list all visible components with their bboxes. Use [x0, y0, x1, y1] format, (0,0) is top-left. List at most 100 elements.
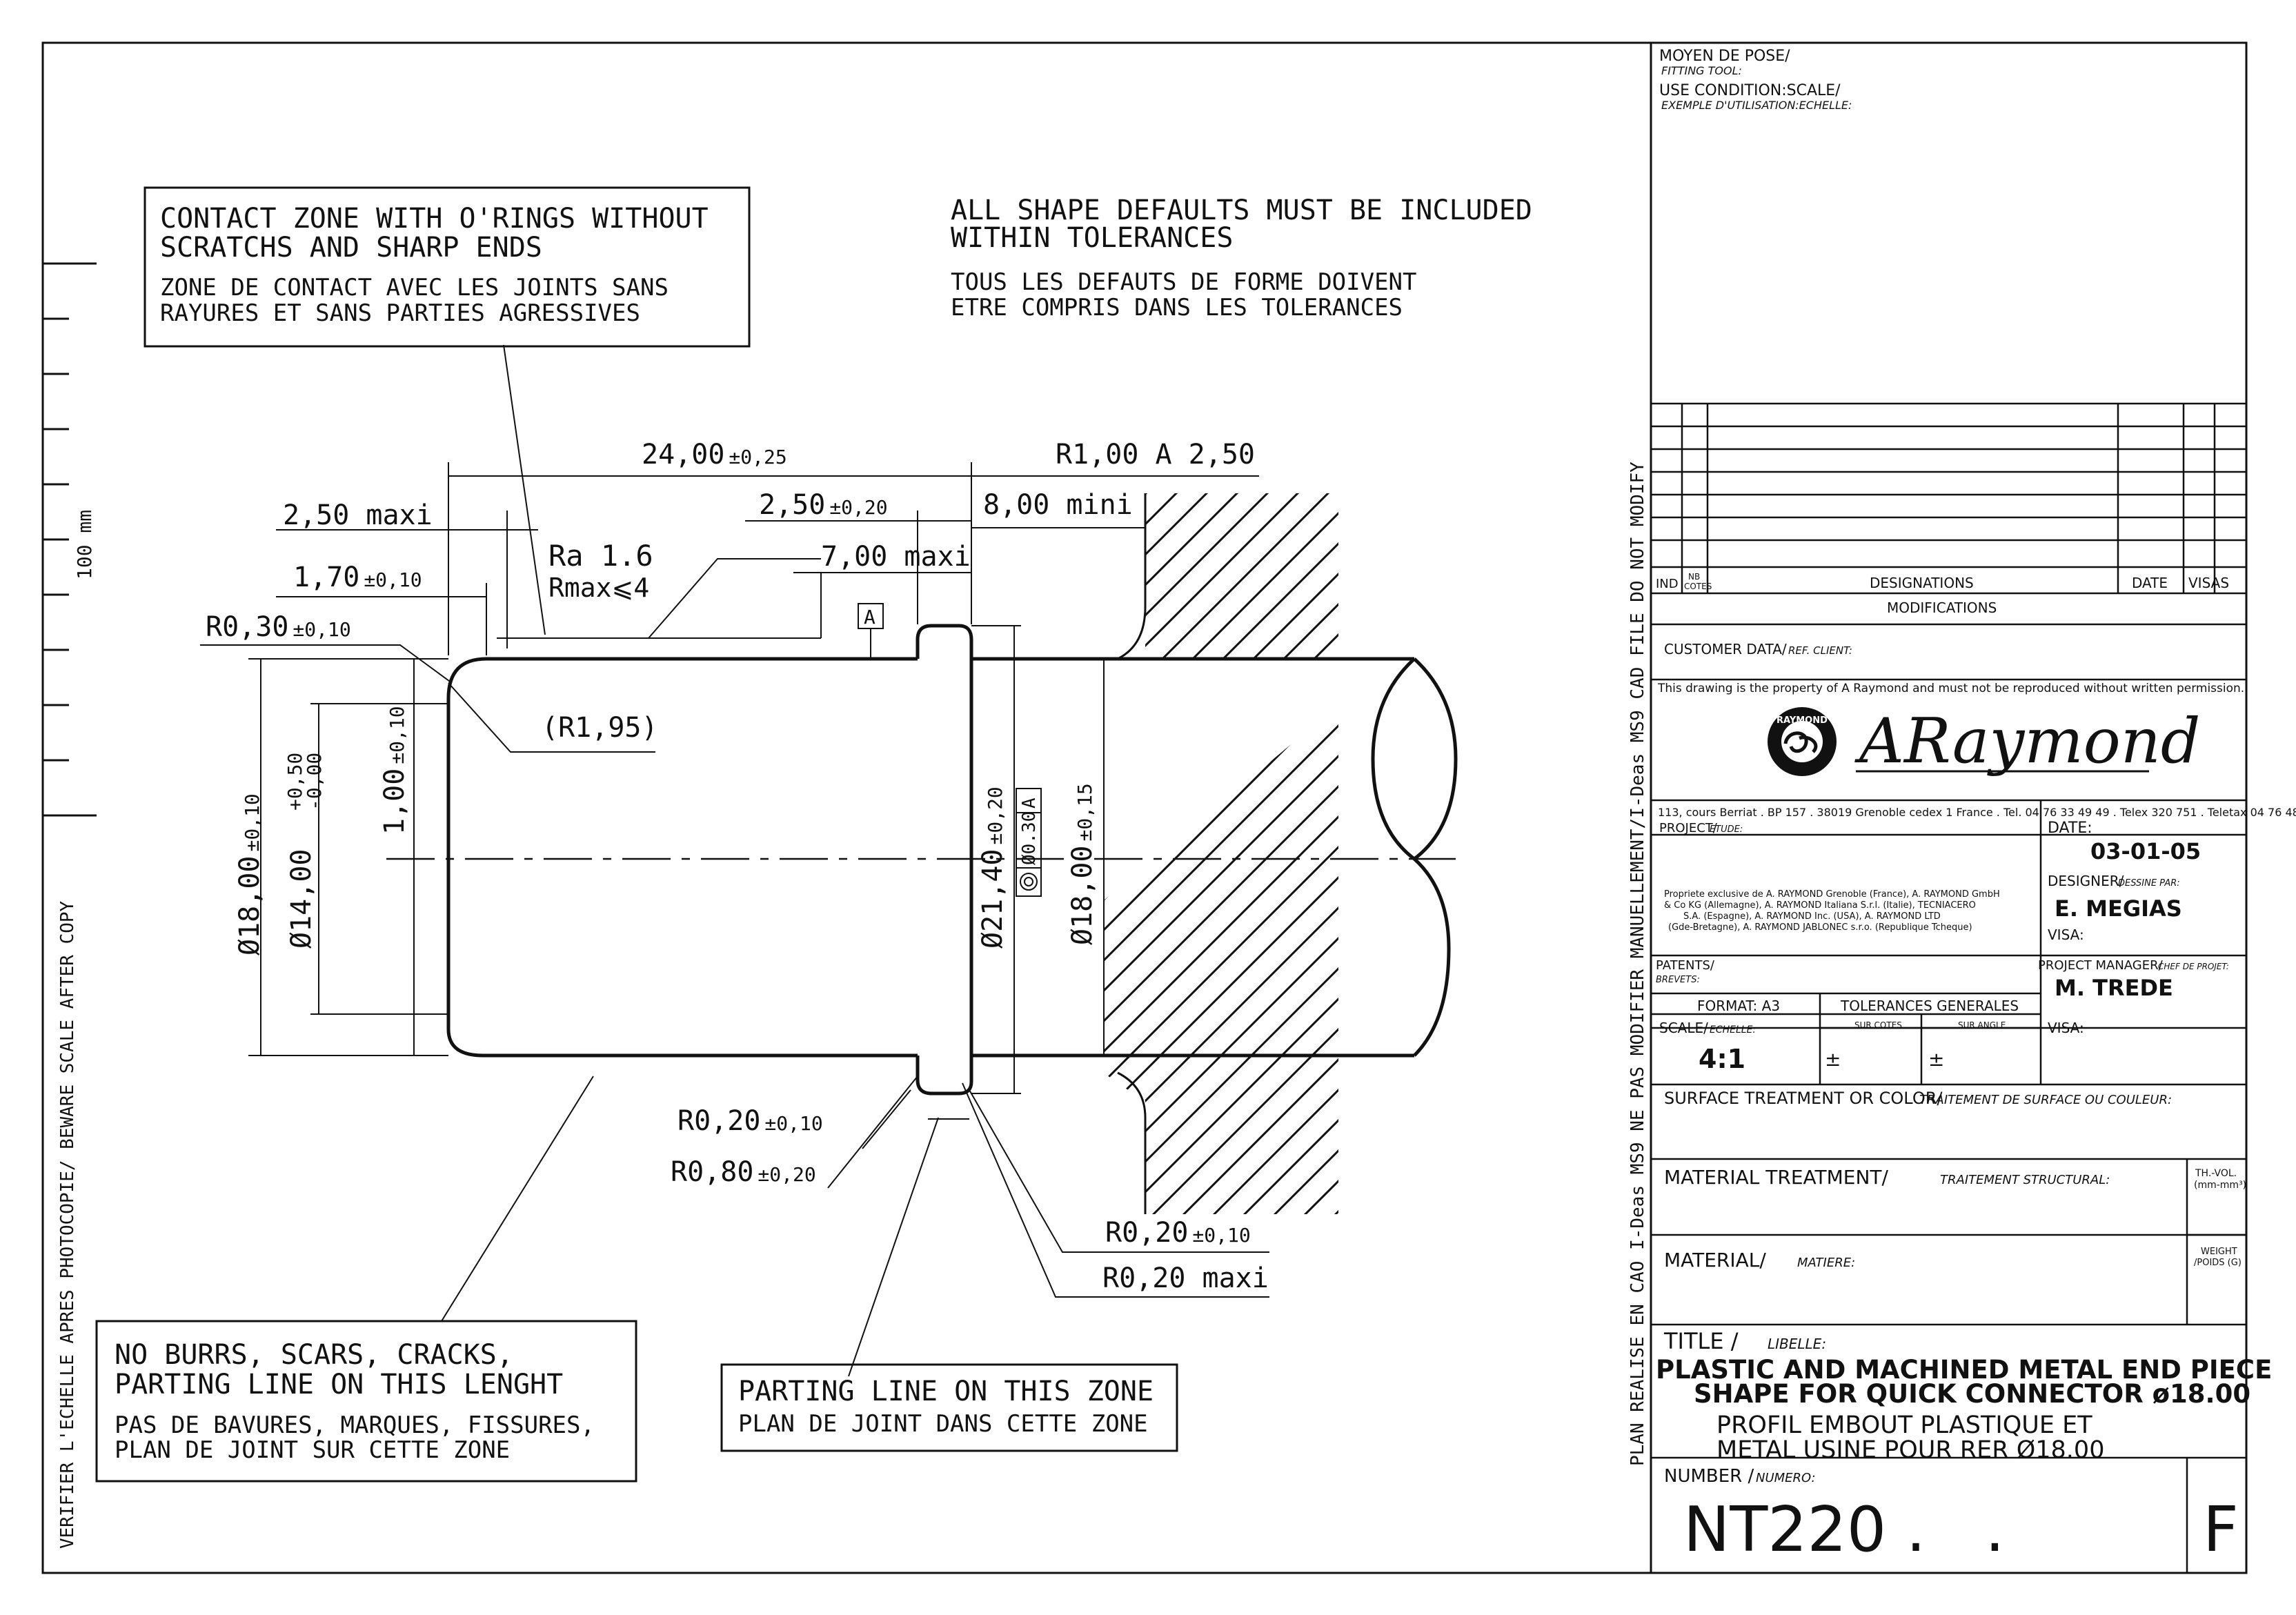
- svg-text:PARTING LINE ON THIS LENGHT: PARTING LINE ON THIS LENGHT: [115, 1369, 563, 1400]
- wall-edge: [1117, 493, 1147, 660]
- dim-dia14-tol-dn: -0,00: [303, 753, 326, 811]
- dim-700-maxi: 7,00 maxi: [821, 541, 971, 573]
- svg-text:A: A: [1019, 797, 1040, 809]
- svg-text:CONTACT ZONE WITH O'RINGS WITH: CONTACT ZONE WITH O'RINGS WITHOUT: [160, 203, 709, 235]
- svg-text:RAYMOND: RAYMOND: [1777, 715, 1828, 726]
- dim-dia18: Ø18,00±0,10: [234, 793, 266, 955]
- svg-text:SUR ANGLE: SUR ANGLE: [1958, 1020, 2006, 1030]
- svg-text:±: ±: [1928, 1048, 1944, 1071]
- svg-text:NB: NB: [1688, 572, 1700, 582]
- dim-dia214: Ø21,40±0,20: [977, 786, 1009, 949]
- svg-text:PAS DE BAVURES, MARQUES, FISSU: PAS DE BAVURES, MARQUES, FISSURES,: [115, 1411, 595, 1439]
- svg-text:RAYURES ET SANS PARTIES AGRESS: RAYURES ET SANS PARTIES AGRESSIVES: [160, 299, 640, 327]
- dim-250-maxi: 2,50 maxi: [283, 499, 433, 531]
- svg-text:IND: IND: [1656, 577, 1679, 591]
- svg-text:MATERIAL/: MATERIAL/: [1664, 1249, 1766, 1271]
- svg-text:ETRE COMPRIS DANS LES TOLERANC: ETRE COMPRIS DANS LES TOLERANCES: [951, 294, 1403, 321]
- roughness-ra: Ra 1.6: [548, 539, 653, 573]
- svg-text:EXEMPLE D'UTILISATION:ECHELLE:: EXEMPLE D'UTILISATION:ECHELLE:: [1661, 99, 1852, 112]
- property-notice: This drawing is the property of A Raymon…: [1657, 682, 2244, 695]
- svg-text:PROJECT/: PROJECT/: [1659, 821, 1718, 835]
- svg-text:S.A. (Espagne), A. RAYMOND Inc: S.A. (Espagne), A. RAYMOND Inc. (USA), A…: [1683, 911, 1941, 922]
- dim-dia14-tol-up: +0,50: [284, 753, 306, 811]
- svg-text:(mm-mm³): (mm-mm³): [2194, 1180, 2246, 1191]
- svg-text:Ø0.30: Ø0.30: [1019, 811, 1040, 865]
- svg-text:TOLERANCES GENERALES: TOLERANCES GENERALES: [1840, 998, 2019, 1014]
- cad-notice: PLAN REALISE EN CAO I-Deas MS9 NE PAS MO…: [1627, 462, 1648, 1466]
- no-burrs-note: NO BURRS, SCARS, CRACKS, PARTING LINE ON…: [95, 1320, 637, 1483]
- dim-dia14: Ø14,00: [286, 849, 317, 949]
- svg-text:LIBELLE:: LIBELLE:: [1768, 1336, 1826, 1352]
- svg-text:VISA:: VISA:: [2048, 1020, 2084, 1036]
- scale-ruler: [43, 262, 97, 817]
- svg-text:CHEF DE PROJET:: CHEF DE PROJET:: [2158, 962, 2229, 971]
- dim-r030: R0,30±0,10: [206, 611, 351, 643]
- address-line: 113, cours Berriat . BP 157 . 38019 Gren…: [1658, 806, 2296, 819]
- dim-dia18-right: Ø18,00±0,15: [1067, 783, 1098, 945]
- svg-text:DATE: DATE: [2132, 575, 2168, 591]
- svg-text:ARaymond: ARaymond: [1854, 705, 2200, 777]
- dim-170: 1,70±0,10: [293, 562, 422, 593]
- svg-text:DESIGNER/: DESIGNER/: [2048, 873, 2124, 889]
- svg-text:VISAS: VISAS: [2188, 575, 2229, 591]
- dim-24: 24,00±0,25: [642, 439, 787, 470]
- sheet-border: [41, 41, 2248, 1574]
- svg-text:NUMERO:: NUMERO:: [1756, 1471, 1816, 1485]
- dim-r020a: R0,20±0,10: [677, 1105, 823, 1137]
- concentricity-frame: Ø0.30 A: [1016, 788, 1042, 897]
- svg-text:WEIGHT: WEIGHT: [2201, 1247, 2237, 1257]
- svg-text:& Co KG (Allemagne), A. RAYMON: & Co KG (Allemagne), A. RAYMOND Italiana…: [1664, 900, 1976, 911]
- svg-text:VISA:: VISA:: [2048, 927, 2084, 943]
- svg-text:TOUS LES DEFAUTS DE FORME DOIV: TOUS LES DEFAUTS DE FORME DOIVENT: [951, 268, 1417, 296]
- dimension-lines: [200, 344, 1269, 1377]
- svg-text:NUMBER /: NUMBER /: [1664, 1466, 1754, 1487]
- svg-text:MODIFICATIONS: MODIFICATIONS: [1887, 600, 1997, 616]
- date-value: 03-01-05: [2090, 838, 2201, 864]
- drawing-number: NT220 . .: [1683, 1494, 2005, 1566]
- svg-text:FITTING TOOL:: FITTING TOOL:: [1661, 64, 1742, 77]
- svg-text:WITHIN TOLERANCES: WITHIN TOLERANCES: [951, 222, 1233, 254]
- wall-edge-lower: [1117, 1071, 1147, 1214]
- svg-text:A: A: [864, 606, 875, 628]
- svg-text:ZONE DE CONTACT AVEC LES JOINT: ZONE DE CONTACT AVEC LES JOINTS SANS: [160, 274, 669, 301]
- title-fr-line1: PROFIL EMBOUT PLASTIQUE ET: [1716, 1411, 2092, 1439]
- dim-r195: (R1,95): [542, 712, 658, 744]
- fitting-tool-label: MOYEN DE POSE/: [1659, 48, 1790, 65]
- scale-label: 100 mm: [73, 510, 96, 579]
- svg-text:REF. CLIENT:: REF. CLIENT:: [1788, 644, 1852, 657]
- svg-text:COTES: COTES: [1684, 582, 1712, 591]
- photocopy-warning: VERIFIER L'ECHELLE APRES PHOTOCOPIE/ BEW…: [57, 900, 78, 1549]
- svg-text:ALL SHAPE DEFAULTS MUST BE INC: ALL SHAPE DEFAULTS MUST BE INCLUDED: [951, 195, 1532, 226]
- svg-text:PLAN DE JOINT SUR CETTE ZONE: PLAN DE JOINT SUR CETTE ZONE: [115, 1436, 510, 1464]
- manager-value: M. TREDE: [2055, 975, 2173, 1001]
- title-block: MOYEN DE POSE/ FITTING TOOL: USE CONDITI…: [1651, 48, 2296, 1573]
- roughness-rmax: Rmax⩽4: [548, 573, 649, 603]
- contact-zone-note: CONTACT ZONE WITH O'RINGS WITHOUT SCRATC…: [144, 186, 751, 348]
- use-condition-label: USE CONDITION:SCALE/: [1659, 82, 1841, 99]
- svg-text:SURFACE TREATMENT OR COLOR/: SURFACE TREATMENT OR COLOR/: [1664, 1089, 1943, 1108]
- svg-text:±: ±: [1825, 1048, 1841, 1071]
- svg-text:TRAITEMENT STRUCTURAL:: TRAITEMENT STRUCTURAL:: [1940, 1173, 2110, 1187]
- svg-text:ECHELLE:: ECHELLE:: [1710, 1024, 1756, 1036]
- revision-letter: F: [2203, 1494, 2239, 1566]
- shape-defaults-note: ALL SHAPE DEFAULTS MUST BE INCLUDED WITH…: [951, 195, 1532, 321]
- title-fr-line2: METAL USINE POUR RER Ø18.00: [1716, 1436, 2104, 1464]
- title-en-line1: PLASTIC AND MACHINED METAL END PIECE: [1656, 1355, 2272, 1385]
- svg-text:NO BURRS, SCARS, CRACKS,: NO BURRS, SCARS, CRACKS,: [115, 1339, 513, 1371]
- dim-r020-maxi: R0,20 maxi: [1102, 1262, 1269, 1294]
- dim-100: 1,00±0,10: [379, 706, 410, 835]
- title-en-line2: SHAPE FOR QUICK CONNECTOR ø18.00: [1694, 1379, 2250, 1409]
- svg-text:TH.-VOL.: TH.-VOL.: [2195, 1168, 2237, 1179]
- designer-value: E. MEGIAS: [2055, 895, 2182, 922]
- svg-text:SCALE/: SCALE/: [1659, 1020, 1708, 1036]
- scale-value: 4:1: [1699, 1044, 1745, 1074]
- customer-data-label: CUSTOMER DATA/: [1664, 641, 1787, 657]
- svg-text:PARTING LINE ON THIS ZONE: PARTING LINE ON THIS ZONE: [738, 1376, 1154, 1407]
- svg-text:SUR COTES: SUR COTES: [1854, 1020, 1902, 1030]
- svg-text:SCRATCHS AND SHARP ENDS: SCRATCHS AND SHARP ENDS: [160, 232, 542, 264]
- svg-text:Propriete exclusive de A. RAYM: Propriete exclusive de A. RAYMOND Grenob…: [1664, 889, 2000, 900]
- dim-250: 2,50±0,20: [759, 489, 888, 521]
- svg-text:DESSINE PAR:: DESSINE PAR:: [2118, 878, 2180, 889]
- svg-text:MATERIAL TREATMENT/: MATERIAL TREATMENT/: [1664, 1166, 1889, 1189]
